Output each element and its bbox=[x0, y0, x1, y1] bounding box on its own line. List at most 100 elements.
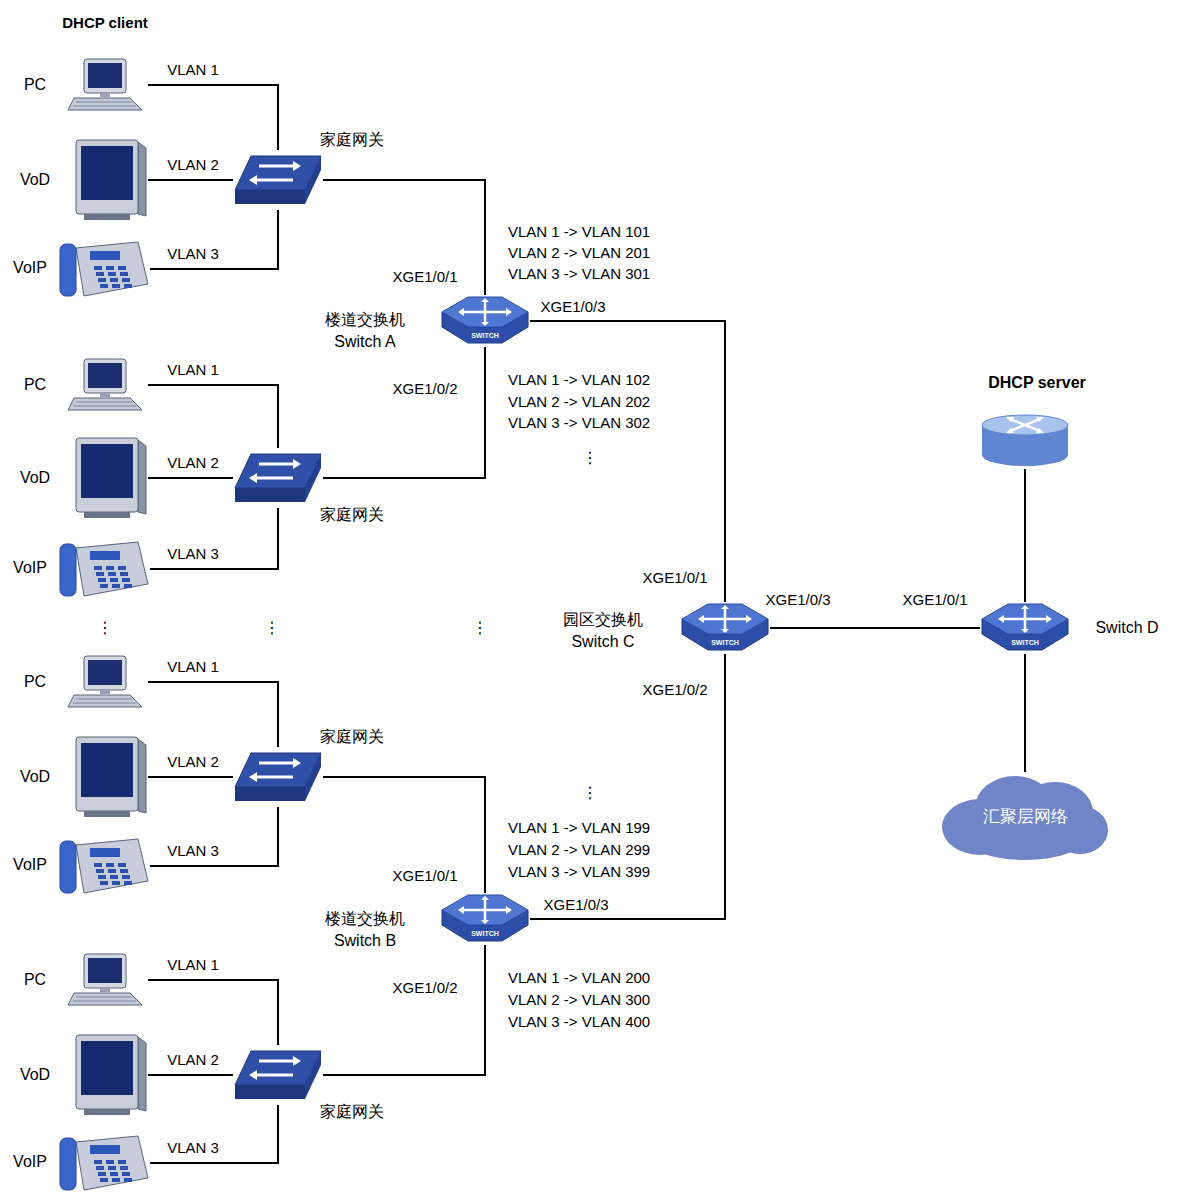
voip-phone-node: VoIP bbox=[58, 238, 150, 300]
node-label: PC bbox=[24, 374, 46, 396]
network-link bbox=[148, 682, 278, 747]
annotation-label: VLAN 2 -> VLAN 300 bbox=[508, 991, 650, 1009]
icon-badge: SWITCH bbox=[1011, 639, 1039, 647]
gw-icon bbox=[233, 1045, 323, 1105]
annotation-label: VLAN 1 -> VLAN 101 bbox=[508, 223, 650, 241]
vod-node: VoD bbox=[72, 436, 148, 520]
sw-icon bbox=[440, 295, 530, 347]
pc-node: PC bbox=[68, 953, 148, 1007]
home-gateway-node: 家庭网关 bbox=[233, 747, 323, 807]
annotation-label: ⋮ bbox=[97, 618, 113, 637]
switch-node: 园区交换机 Switch C bbox=[680, 602, 770, 654]
node-label: VoIP bbox=[13, 1151, 47, 1173]
vlan-label: VLAN 3 bbox=[167, 545, 219, 563]
home-gateway-node: 家庭网关 bbox=[233, 448, 323, 508]
vod-node: VoD bbox=[72, 1033, 148, 1117]
network-link bbox=[1024, 654, 1026, 772]
network-link bbox=[148, 179, 233, 181]
vlan-label: VLAN 3 bbox=[167, 842, 219, 860]
home-gateway-node: 家庭网关 bbox=[233, 150, 323, 210]
aggregation-network-cloud: 汇聚层网络 bbox=[940, 772, 1110, 862]
network-link bbox=[323, 180, 485, 295]
vod-icon bbox=[72, 436, 148, 520]
vlan-label: VLAN 2 bbox=[167, 1051, 219, 1069]
node-label: 楼道交换机 Switch A bbox=[315, 309, 415, 354]
home-gateway-node: 家庭网关 bbox=[233, 1045, 323, 1105]
network-link bbox=[323, 945, 485, 1075]
node-label: VoIP bbox=[13, 257, 47, 279]
annotation-label: XGE1/0/1 bbox=[642, 569, 707, 587]
sw-icon bbox=[980, 602, 1070, 654]
vod-icon bbox=[72, 735, 148, 819]
node-label: PC bbox=[24, 671, 46, 693]
vod-icon bbox=[72, 1033, 148, 1117]
network-link bbox=[770, 627, 980, 629]
node-label: 家庭网关 bbox=[320, 1101, 384, 1123]
node-label: VoD bbox=[20, 467, 50, 489]
vlan-label: VLAN 3 bbox=[167, 245, 219, 263]
node-label: 园区交换机 Switch C bbox=[553, 609, 653, 654]
network-link bbox=[150, 508, 278, 569]
node-label: 楼道交换机 Switch B bbox=[315, 908, 415, 953]
node-label: 家庭网关 bbox=[320, 504, 384, 526]
voip-icon bbox=[58, 238, 150, 300]
annotation-label: VLAN 2 -> VLAN 201 bbox=[508, 244, 650, 262]
network-link bbox=[150, 210, 278, 269]
pc-node: PC bbox=[68, 655, 148, 709]
voip-phone-node: VoIP bbox=[58, 835, 150, 897]
annotation-label: ⋮ bbox=[472, 618, 488, 637]
voip-phone-node: VoIP bbox=[58, 538, 150, 600]
annotation-label: VLAN 3 -> VLAN 399 bbox=[508, 863, 650, 881]
node-label: Switch D bbox=[1095, 617, 1158, 639]
annotation-label: XGE1/0/1 bbox=[392, 867, 457, 885]
vlan-label: VLAN 2 bbox=[167, 156, 219, 174]
node-label: VoD bbox=[20, 1064, 50, 1086]
node-label: 家庭网关 bbox=[320, 129, 384, 151]
voip-icon bbox=[58, 835, 150, 897]
network-link bbox=[148, 1074, 233, 1076]
node-label: VoD bbox=[20, 766, 50, 788]
gw-icon bbox=[233, 747, 323, 807]
network-link bbox=[148, 85, 278, 150]
annotation-label: ⋮ bbox=[582, 783, 598, 802]
annotation-label: VLAN 2 -> VLAN 299 bbox=[508, 841, 650, 859]
annotation-label: VLAN 2 -> VLAN 202 bbox=[508, 393, 650, 411]
gw-icon bbox=[233, 448, 323, 508]
annotation-label: VLAN 3 -> VLAN 301 bbox=[508, 265, 650, 283]
node-label: 汇聚层网络 bbox=[983, 805, 1068, 829]
network-link bbox=[1024, 469, 1026, 602]
pc-icon bbox=[68, 58, 148, 112]
pc-icon bbox=[68, 953, 148, 1007]
annotation-label: ⋮ bbox=[582, 448, 598, 467]
icon-badge: SWITCH bbox=[471, 332, 499, 340]
node-label: VoIP bbox=[13, 557, 47, 579]
network-link bbox=[150, 807, 278, 866]
annotation-label: XGE1/0/2 bbox=[642, 681, 707, 699]
node-label: VoIP bbox=[13, 854, 47, 876]
sw-icon bbox=[680, 602, 770, 654]
node-label: DHCP server bbox=[988, 372, 1086, 394]
voip-icon bbox=[58, 538, 150, 600]
vlan-label: VLAN 2 bbox=[167, 454, 219, 472]
annotation-label: ⋮ bbox=[264, 618, 280, 637]
annotation-label: XGE1/0/1 bbox=[392, 268, 457, 286]
network-link bbox=[148, 385, 278, 448]
annotation-label: VLAN 1 -> VLAN 200 bbox=[508, 969, 650, 987]
vlan-label: VLAN 2 bbox=[167, 753, 219, 771]
network-link bbox=[148, 980, 278, 1045]
voip-icon bbox=[58, 1132, 150, 1194]
annotation-label: VLAN 1 -> VLAN 102 bbox=[508, 371, 650, 389]
vlan-label: VLAN 1 bbox=[167, 61, 219, 79]
vod-node: VoD bbox=[72, 138, 148, 222]
icon-badge: SWITCH bbox=[471, 930, 499, 938]
switch-node: 楼道交换机 Switch A bbox=[440, 295, 530, 347]
dhcp-server-router: DHCP server bbox=[980, 413, 1070, 469]
router-icon bbox=[980, 413, 1070, 469]
pc-icon bbox=[68, 358, 148, 412]
node-label: VoD bbox=[20, 169, 50, 191]
pc-node: PC bbox=[68, 58, 148, 112]
vod-icon bbox=[72, 138, 148, 222]
network-link bbox=[323, 777, 485, 893]
annotation-label: XGE1/0/1 bbox=[902, 591, 967, 609]
